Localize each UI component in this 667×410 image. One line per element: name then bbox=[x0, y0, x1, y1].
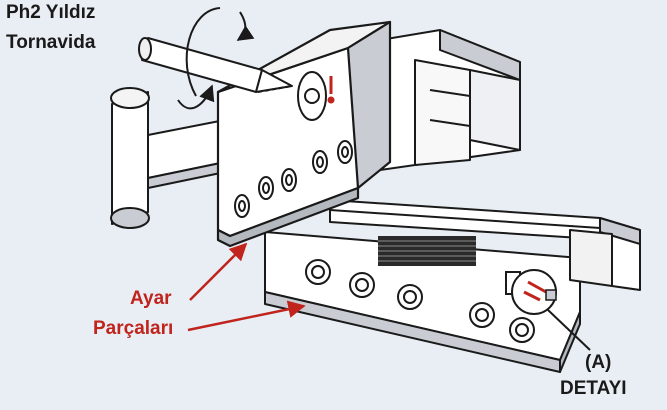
grille-lines bbox=[378, 240, 476, 262]
detail-leader-line bbox=[547, 309, 591, 351]
side-post bbox=[110, 87, 236, 229]
rear-rail bbox=[329, 199, 641, 291]
screwdriver-label-line2: Tornavida bbox=[6, 32, 96, 53]
adjustment-parts-label-line1: Ayar bbox=[130, 288, 172, 309]
screw-head bbox=[304, 88, 320, 104]
adjustment-parts-label-line2: Parçaları bbox=[93, 318, 174, 339]
screwdriver-label-line1: Ph2 Yıldız bbox=[6, 2, 96, 23]
screw-indicator bbox=[327, 76, 335, 104]
detail-label-line1: (A) bbox=[585, 352, 612, 373]
rotation-indicator bbox=[177, 7, 255, 110]
screwdriver bbox=[138, 37, 293, 93]
detail-label-line2: DETAYI bbox=[560, 378, 627, 399]
upper-carriage bbox=[379, 29, 521, 171]
adjust-arrow-upper bbox=[189, 242, 248, 301]
block-holes bbox=[234, 140, 353, 218]
detail-a-circle bbox=[511, 269, 557, 315]
adjust-arrow-lower bbox=[187, 300, 306, 332]
base-holes bbox=[305, 259, 535, 343]
